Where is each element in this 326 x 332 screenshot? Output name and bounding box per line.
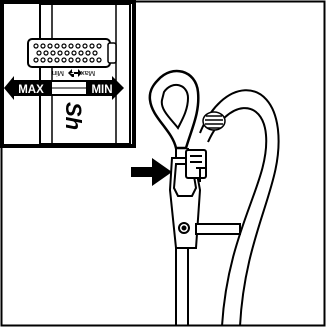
button-plate [28, 39, 116, 67]
min-label: MIN [91, 84, 112, 96]
hose-clip [196, 224, 240, 234]
max-label: MAX [18, 84, 44, 96]
small-min-label: Min [52, 69, 64, 78]
brand-fragment: Sh [61, 102, 86, 130]
cord-coil [203, 112, 225, 130]
inset-panel: Max Min MAX MIN Sh [2, 2, 134, 146]
small-max-label: Max [81, 69, 95, 78]
